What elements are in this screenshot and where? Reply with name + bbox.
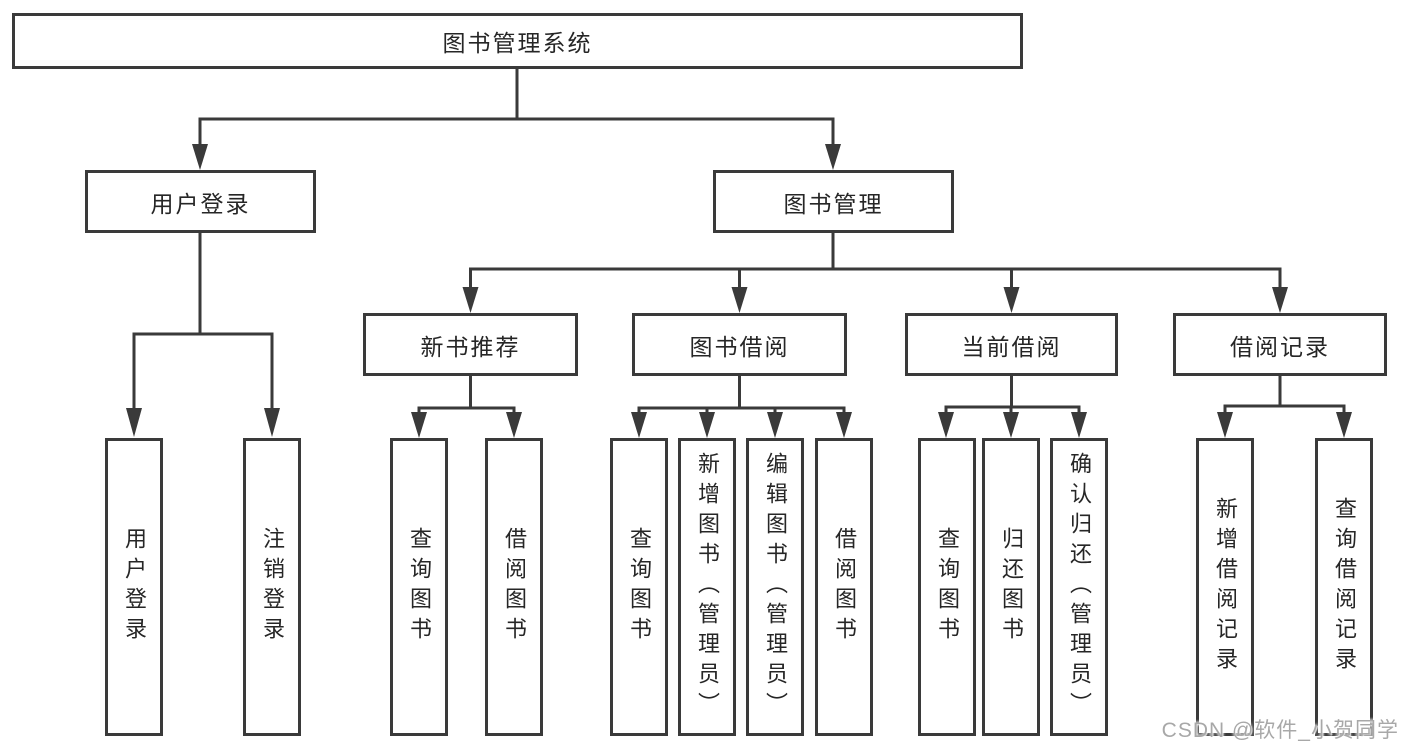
- node-book-borrow: 图书借阅: [632, 313, 847, 376]
- node-leaf-label: 新增借阅记录: [1213, 497, 1238, 677]
- node-leaf-query-borrow-record: 查询借阅记录: [1315, 438, 1373, 736]
- node-user-login: 用户登录: [85, 170, 316, 233]
- node-book-borrow-label: 图书借阅: [689, 333, 790, 360]
- node-leaf-label: 归还图书: [999, 527, 1024, 647]
- node-root-label: 图书管理系统: [442, 30, 593, 56]
- node-leaf-label: 新增图书（管理员）: [695, 452, 720, 722]
- node-leaf-label: 查询图书: [935, 527, 960, 647]
- node-book-management: 图书管理: [713, 170, 954, 233]
- node-leaf-query-books-3: 查询图书: [918, 438, 976, 736]
- node-leaf-label: 确认归还（管理员）: [1067, 452, 1092, 722]
- node-leaf-label: 查询借阅记录: [1332, 497, 1357, 677]
- csdn-watermark: CSDN @软件_小贺同学: [1161, 719, 1399, 742]
- node-leaf-query-books-2: 查询图书: [610, 438, 668, 736]
- node-leaf-edit-book-admin: 编辑图书（管理员）: [746, 438, 804, 736]
- node-leaf-label: 查询图书: [627, 527, 652, 647]
- node-leaf-add-book-admin: 新增图书（管理员）: [678, 438, 736, 736]
- node-leaf-label: 编辑图书（管理员）: [763, 452, 788, 722]
- node-leaf-borrow-books-1: 借阅图书: [485, 438, 543, 736]
- node-current-borrow: 当前借阅: [905, 313, 1118, 376]
- node-leaf-label: 借阅图书: [502, 527, 527, 647]
- node-leaf-return-books: 归还图书: [982, 438, 1040, 736]
- node-root: 图书管理系统: [12, 13, 1023, 69]
- node-leaf-borrow-books-2: 借阅图书: [815, 438, 873, 736]
- node-new-book-recommend-label: 新书推荐: [420, 333, 521, 360]
- node-leaf-label: 借阅图书: [832, 527, 857, 647]
- node-user-login-label: 用户登录: [150, 190, 251, 217]
- node-leaf-confirm-return-admin: 确认归还（管理员）: [1050, 438, 1108, 736]
- node-leaf-query-books-1: 查询图书: [390, 438, 448, 736]
- node-leaf-logout: 注销登录: [243, 438, 301, 736]
- node-borrow-records: 借阅记录: [1173, 313, 1387, 376]
- node-new-book-recommend: 新书推荐: [363, 313, 578, 376]
- node-book-management-label: 图书管理: [783, 190, 884, 217]
- node-leaf-label: 查询图书: [407, 527, 432, 647]
- node-leaf-add-borrow-record: 新增借阅记录: [1196, 438, 1254, 736]
- node-leaf-label: 用户登录: [122, 527, 147, 647]
- node-leaf-user-login: 用户登录: [105, 438, 163, 736]
- node-leaf-label: 注销登录: [260, 527, 285, 647]
- node-borrow-records-label: 借阅记录: [1230, 333, 1330, 360]
- node-current-borrow-label: 当前借阅: [961, 333, 1062, 360]
